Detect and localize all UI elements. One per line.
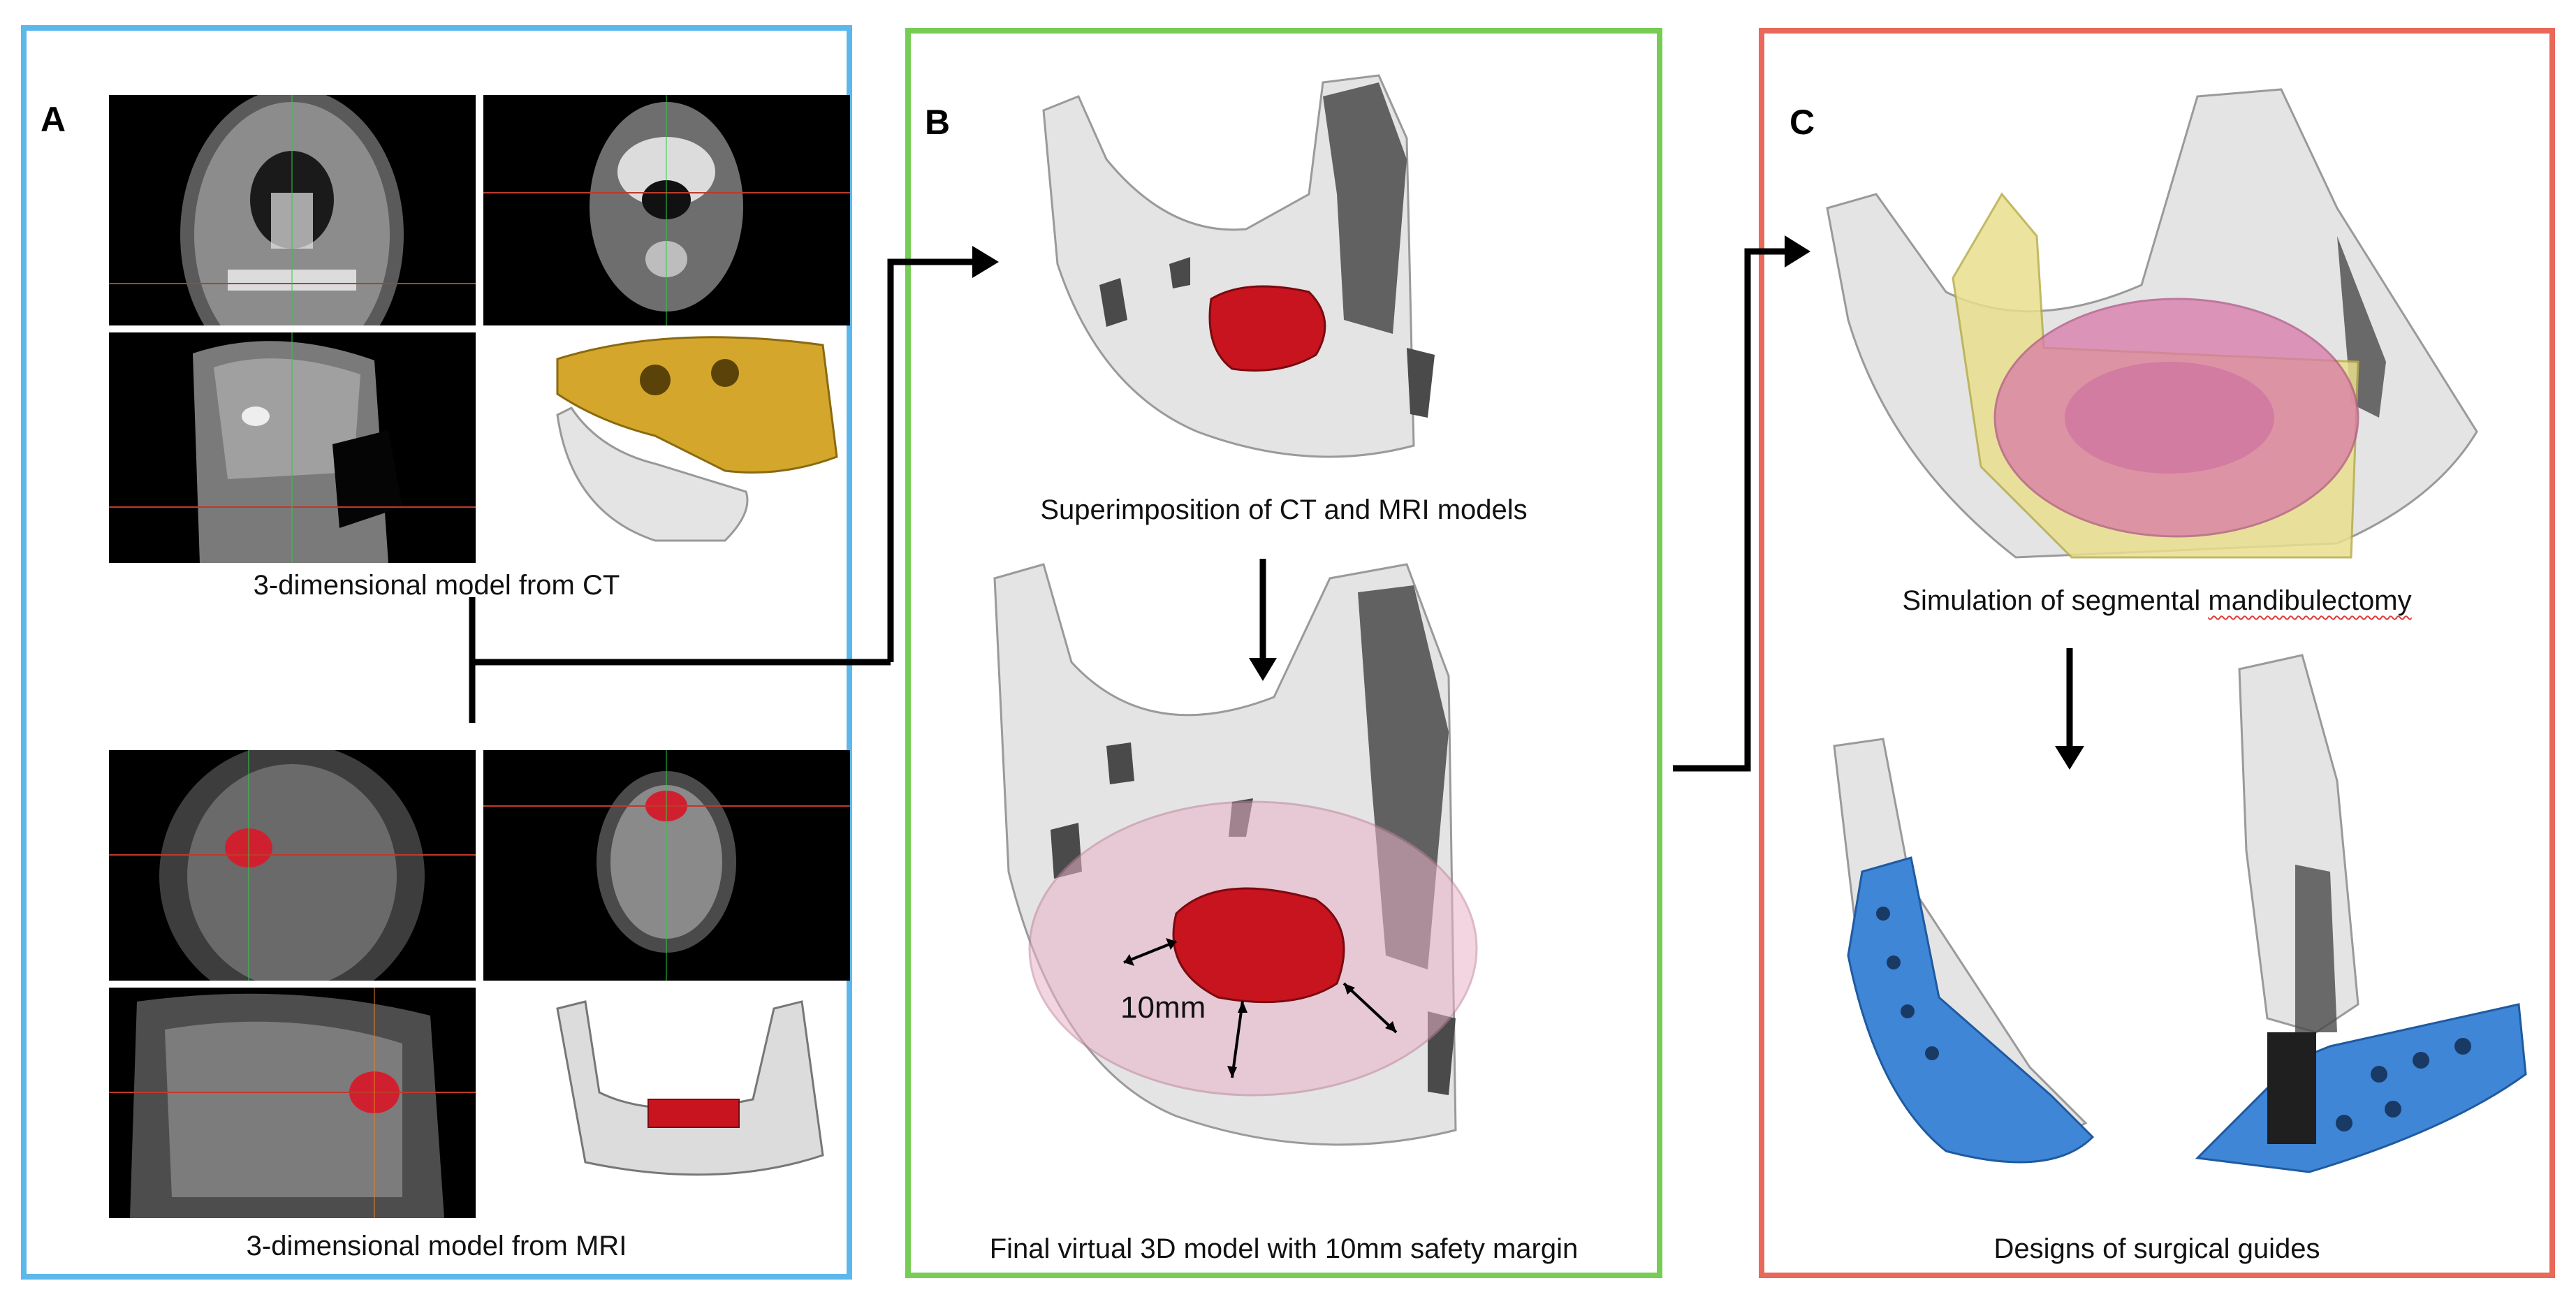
ct-axial-slice bbox=[483, 95, 850, 325]
panel-a-letter: A bbox=[41, 100, 66, 139]
ct-sagittal-slice bbox=[109, 332, 476, 563]
superimposition-caption: Superimposition of CT and MRI models bbox=[1040, 495, 1528, 525]
mri-axial-slice bbox=[483, 750, 850, 981]
mri-sagittal-slice bbox=[109, 988, 476, 1218]
final-model-caption: Final virtual 3D model with 10mm safety … bbox=[989, 1233, 1579, 1264]
simulation-caption-word: mandibulectomy bbox=[2208, 585, 2412, 616]
mri-3d-mandible-render bbox=[543, 995, 844, 1204]
safety-margin-label: 10mm bbox=[1120, 990, 1206, 1025]
ct-3d-skull-render bbox=[515, 331, 844, 562]
ct-coronal-slice bbox=[109, 95, 476, 325]
ct-model-caption: 3-dimensional model from CT bbox=[253, 570, 620, 601]
simulation-caption: Simulation of segmental mandibulectomy bbox=[1764, 585, 2549, 617]
panel-b-superimposition: B Superimposition of CT and MRI models bbox=[905, 28, 1662, 1278]
right-surgical-guide-model bbox=[2156, 641, 2547, 1200]
guides-caption: Designs of surgical guides bbox=[1993, 1233, 2320, 1264]
panel-b-letter: B bbox=[925, 103, 951, 142]
left-surgical-guide-model bbox=[1820, 732, 2114, 1179]
resection-simulation-model bbox=[1806, 68, 2547, 585]
mri-model-caption: 3-dimensional model from MRI bbox=[246, 1231, 627, 1261]
mri-coronal-slice bbox=[109, 750, 476, 981]
superimposed-mandible-model bbox=[1016, 54, 1546, 501]
simulation-caption-prefix: Simulation of segmental bbox=[1902, 585, 2209, 616]
panel-c-letter: C bbox=[1790, 103, 1815, 142]
panel-a-imaging: A bbox=[21, 25, 852, 1280]
panel-c-resection: C Simulation of segmental mandibulectomy bbox=[1759, 28, 2555, 1278]
final-virtual-model bbox=[967, 536, 1630, 1165]
